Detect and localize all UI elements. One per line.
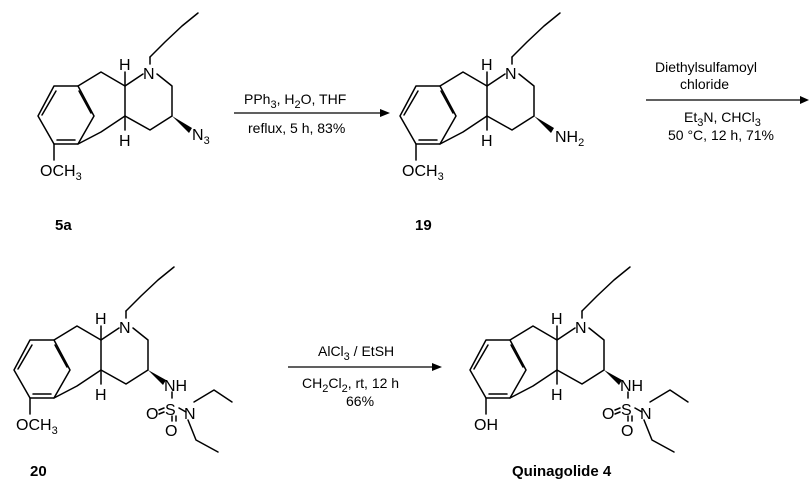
methoxy-group: OCH3	[402, 163, 444, 183]
hydrogen-atom: H	[551, 387, 563, 404]
sulfur-atom: S	[165, 402, 176, 419]
hydrogen-atom: H	[481, 57, 493, 74]
compound-label-quinagolide-4: Quinagolide 4	[512, 463, 612, 480]
sulfonamide-nh: NH	[164, 378, 187, 395]
conditions-step-1: reflux, 5 h, 83%	[248, 120, 345, 136]
compound-quinagolide-4: N H H NH S O O N OH Quinagolide 4	[469, 266, 689, 480]
oxygen-atom: O	[602, 406, 614, 423]
sulfur-atom: S	[621, 402, 632, 419]
nitrogen-atom: N	[505, 66, 517, 83]
oxygen-atom: O	[146, 406, 158, 423]
solvent-conditions-step-3: CH2Cl2, rt, 12 h	[302, 375, 399, 395]
reagents-step-1: PPh3, H2O, THF	[244, 91, 346, 111]
nitrogen-atom: N	[184, 406, 196, 423]
azide-group: N3	[192, 127, 210, 147]
reagents-step-3: AlCl3 / EtSH	[318, 343, 394, 363]
conditions-step-2: 50 °C, 12 h, 71%	[668, 127, 774, 143]
hydrogen-atom: H	[95, 311, 107, 328]
amine-group: NH2	[555, 129, 584, 149]
reaction-step-2: Diethylsulfamoyl chloride Et3N, CHCl3 50…	[646, 59, 809, 143]
hydrogen-atom: H	[119, 57, 131, 74]
nitrogen-atom: N	[640, 406, 652, 423]
compound-label-20: 20	[30, 463, 47, 480]
compound-5a: N H H N3 OCH3 5a	[37, 12, 210, 234]
yield-step-3: 66%	[346, 393, 374, 409]
compound-19: N H H NH2 OCH3 19	[399, 12, 584, 234]
oxygen-atom: O	[621, 423, 633, 440]
reaction-step-1: PPh3, H2O, THF reflux, 5 h, 83%	[234, 91, 390, 136]
compound-label-19: 19	[415, 217, 432, 234]
reagent-name-line1: Diethylsulfamoyl	[655, 59, 757, 75]
hydrogen-atom: H	[119, 133, 131, 150]
methoxy-group: OCH3	[40, 163, 82, 183]
nitrogen-atom: N	[575, 320, 587, 337]
hydrogen-atom: H	[95, 387, 107, 404]
hydroxyl-group: OH	[474, 417, 498, 434]
reagent-name-line2: chloride	[680, 76, 729, 92]
hydrogen-atom: H	[481, 133, 493, 150]
compound-20: N H H NH S O O N OCH3 20	[13, 266, 233, 480]
nitrogen-atom: N	[143, 66, 155, 83]
sulfonamide-nh: NH	[620, 378, 643, 395]
compound-label-5a: 5a	[55, 217, 72, 234]
reagents-step-2: Et3N, CHCl3	[684, 109, 761, 129]
oxygen-atom: O	[165, 423, 177, 440]
reaction-step-3: AlCl3 / EtSH CH2Cl2, rt, 12 h 66%	[288, 343, 442, 409]
nitrogen-atom: N	[119, 320, 131, 337]
methoxy-group: OCH3	[16, 417, 58, 437]
hydrogen-atom: H	[551, 311, 563, 328]
